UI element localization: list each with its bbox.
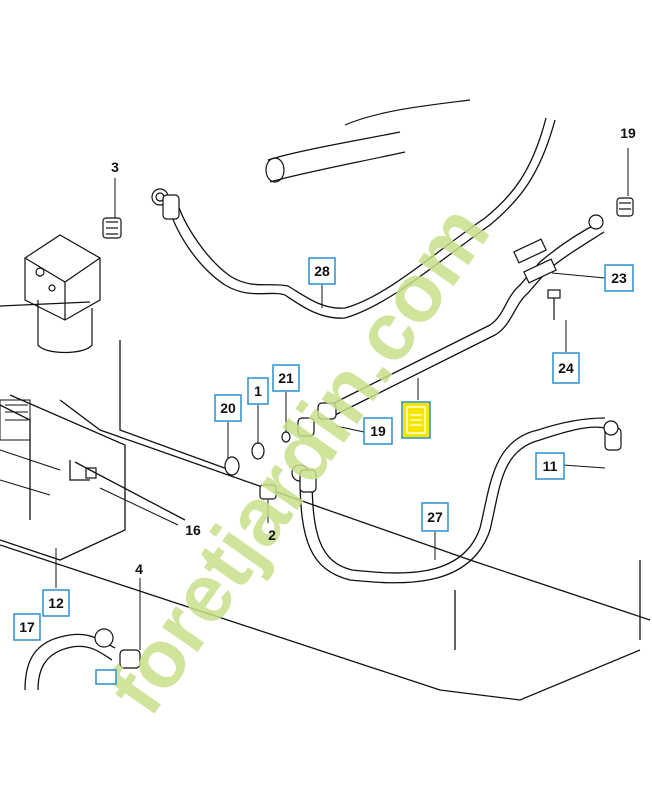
svg-text:17: 17 bbox=[19, 619, 35, 635]
svg-text:23: 23 bbox=[611, 270, 627, 286]
svg-text:11: 11 bbox=[543, 458, 558, 474]
callout-20[interactable]: 20 bbox=[214, 394, 242, 422]
hose-27 bbox=[299, 417, 606, 584]
hose-28 bbox=[167, 117, 556, 319]
leader-lines bbox=[55, 148, 629, 650]
callout-28[interactable]: 28 bbox=[308, 257, 336, 285]
assembly-tag bbox=[401, 401, 431, 439]
filter-block bbox=[24, 234, 101, 354]
callout-1[interactable]: 1 bbox=[247, 377, 269, 405]
svg-text:21: 21 bbox=[278, 370, 294, 386]
svg-text:19: 19 bbox=[370, 423, 386, 439]
callout-2[interactable]: 2 bbox=[268, 527, 276, 543]
svg-text:12: 12 bbox=[48, 595, 64, 611]
callout-24[interactable]: 24 bbox=[552, 352, 580, 384]
callout-27[interactable]: 27 bbox=[421, 502, 449, 532]
svg-text:1: 1 bbox=[254, 383, 262, 399]
callout-3[interactable]: 3 bbox=[111, 159, 119, 175]
callout-4[interactable]: 4 bbox=[135, 561, 143, 577]
upper-pipe bbox=[265, 99, 471, 183]
callout-12[interactable]: 12 bbox=[42, 589, 70, 617]
callout-blank[interactable] bbox=[95, 669, 117, 685]
callout-21[interactable]: 21 bbox=[272, 364, 300, 392]
pump-body bbox=[0, 399, 61, 496]
svg-text:foretjardin.com: foretjardin.com bbox=[90, 189, 507, 730]
callouts-boxed: 28 20 1 21 19 23 24 11 bbox=[13, 257, 634, 685]
callout-19-middle[interactable]: 19 bbox=[363, 417, 393, 445]
callout-11[interactable]: 11 bbox=[535, 452, 565, 480]
watermark: foretjardin.com bbox=[90, 189, 507, 730]
callout-19-top[interactable]: 19 bbox=[620, 125, 636, 141]
fittings bbox=[85, 188, 634, 669]
callouts-plain: 3 19 2 16 4 bbox=[111, 125, 636, 577]
callout-16[interactable]: 16 bbox=[185, 522, 201, 538]
svg-text:28: 28 bbox=[314, 263, 330, 279]
svg-text:20: 20 bbox=[220, 400, 236, 416]
callout-23[interactable]: 23 bbox=[604, 264, 634, 292]
svg-text:24: 24 bbox=[558, 360, 574, 376]
bracket-16 bbox=[69, 460, 186, 521]
svg-text:27: 27 bbox=[427, 509, 443, 525]
callout-17[interactable]: 17 bbox=[13, 613, 41, 641]
